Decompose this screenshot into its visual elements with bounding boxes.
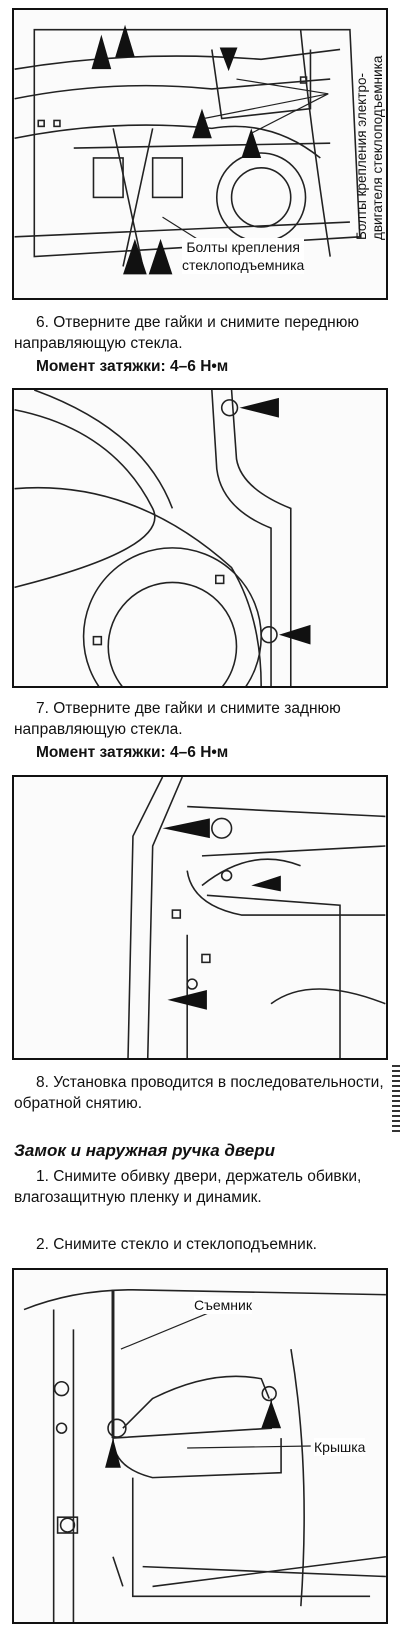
figure-front-glass-guide: [12, 388, 388, 688]
rear-guide-drawing: [127, 777, 386, 1058]
page-edge-marks: [392, 1065, 400, 1135]
step-7-torque: Момент затяжки: 4–6 Н•м: [36, 744, 229, 761]
step-8-text: 8. Установка проводится в последовательн…: [14, 1074, 384, 1112]
figure-rear-glass-guide: [12, 775, 388, 1060]
section-step-1: 1. Снимите обивку двери, держатель обивк…: [14, 1168, 362, 1206]
cover-label: Крышка: [314, 1438, 366, 1456]
tool-label: Съемник: [194, 1296, 252, 1314]
door-regulator-drawing: [14, 24, 361, 275]
lock-cover-drawing: [23, 1288, 386, 1622]
regulator-bolts-label: Болты крепления стеклоподъемника: [182, 238, 305, 274]
figure-lock-cover-removal: Съемник Крышка: [12, 1268, 388, 1624]
step-6-text: 6. Отверните две гайки и снимите передню…: [14, 314, 359, 352]
figure-door-regulator-bolts: Болты крепления электро- двигателя стекл…: [12, 8, 388, 300]
step-7-text: 7. Отверните две гайки и снимите заднюю …: [14, 700, 341, 738]
section-heading: Замок и наружная ручка двери: [14, 1141, 275, 1160]
motor-bolts-label: Болты крепления электро- двигателя стекл…: [354, 55, 385, 240]
section-step-2: 2. Снимите стекло и стеклоподъемник.: [36, 1236, 317, 1253]
front-guide-drawing: [14, 390, 311, 686]
step-6-torque: Момент затяжки: 4–6 Н•м: [36, 358, 229, 375]
